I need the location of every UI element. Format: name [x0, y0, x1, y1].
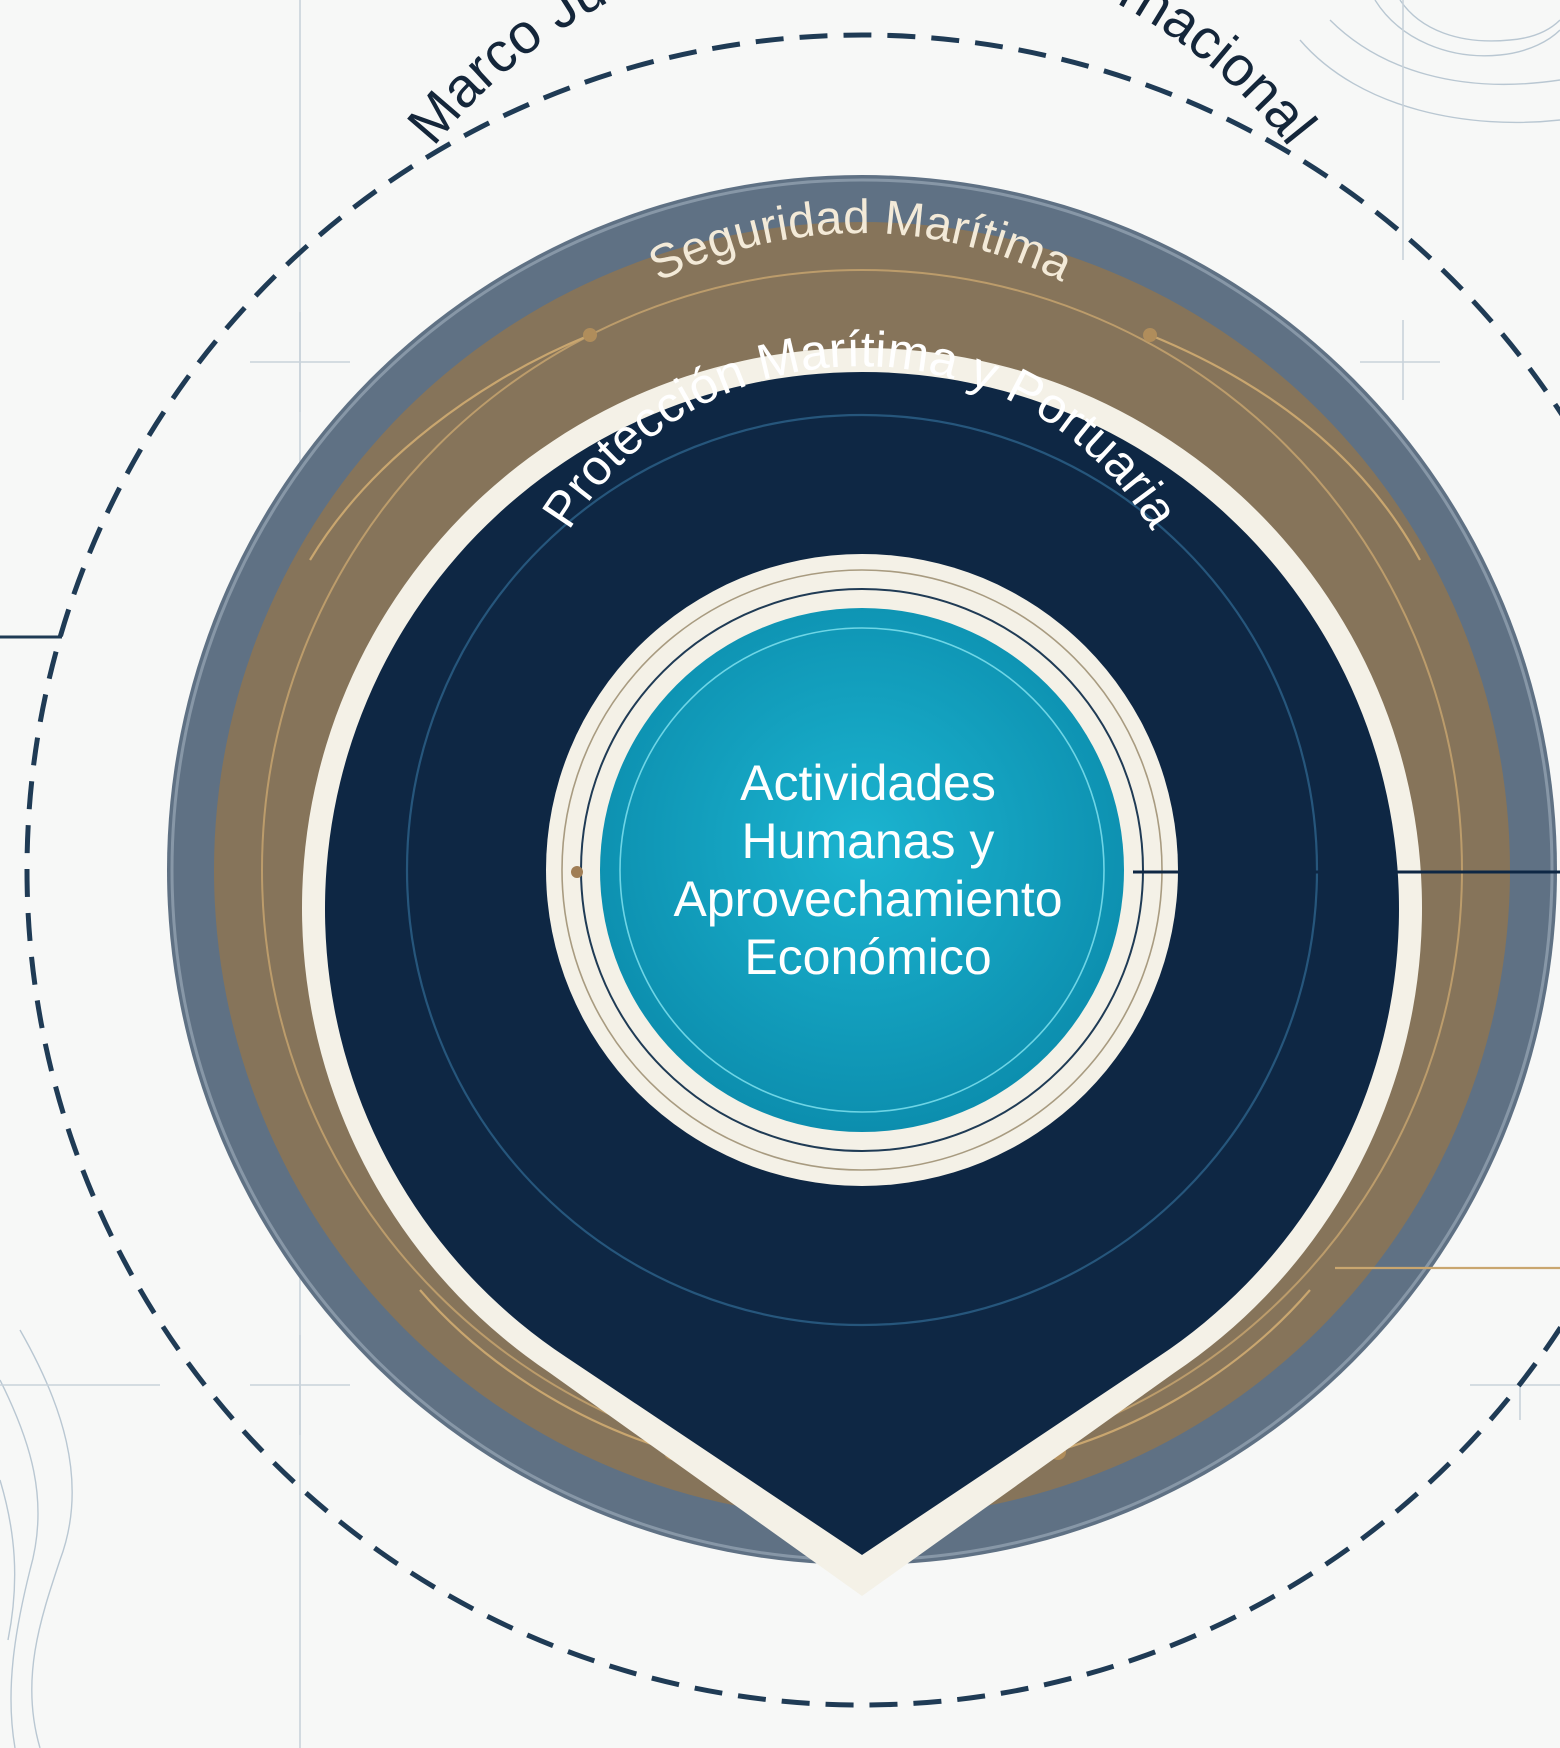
core-label-line-4: Económico [744, 929, 991, 985]
core-circle [600, 608, 1124, 1132]
outer-layer-label: Marco Jurídico Nacional e Internacional [395, 0, 1329, 155]
inner-band-dot [571, 866, 583, 878]
core-label-line-2: Humanas y [742, 813, 995, 869]
core-label: Actividades Humanas y Aprovechamiento Ec… [673, 755, 1062, 985]
outer-dashed-ring [24, 32, 1560, 1708]
gold-ring-accents [309, 333, 1560, 1452]
core-label-line-1: Actividades [740, 755, 996, 811]
core-label-line-3: Aprovechamiento [673, 871, 1062, 927]
